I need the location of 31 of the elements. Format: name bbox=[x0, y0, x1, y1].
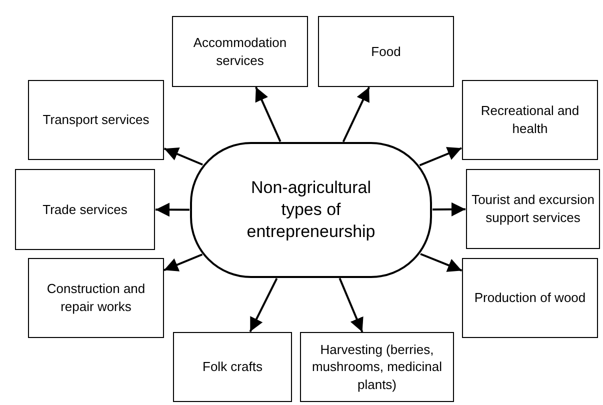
text-box bbox=[15, 169, 155, 250]
arrow bbox=[342, 86, 370, 142]
arrow bbox=[156, 202, 190, 217]
arrow bbox=[164, 254, 203, 272]
text-box bbox=[462, 80, 598, 160]
text-box bbox=[173, 332, 292, 402]
arrow bbox=[419, 146, 462, 166]
text-box bbox=[318, 16, 454, 87]
text-box bbox=[466, 169, 600, 249]
node-label: Transport services bbox=[42, 111, 150, 129]
arrow bbox=[249, 278, 278, 332]
node-label: Production of wood bbox=[474, 289, 586, 307]
node-label: Accommodation services bbox=[192, 34, 288, 70]
node-label: Folk crafts bbox=[202, 358, 262, 376]
arrow bbox=[338, 278, 364, 332]
node-label: Construction and repair works bbox=[46, 280, 146, 316]
node-label: Recreational and health bbox=[480, 102, 580, 138]
node-label: Tourist and excursion support services bbox=[471, 191, 595, 227]
text-box bbox=[462, 258, 598, 338]
text-box bbox=[172, 16, 308, 87]
text-box bbox=[28, 258, 164, 338]
arrow bbox=[164, 148, 203, 166]
node-label: Harvesting (berries, mushrooms, medicinal plants) bbox=[310, 340, 444, 394]
text-box bbox=[300, 332, 454, 402]
text-box bbox=[28, 80, 164, 160]
arrow bbox=[432, 202, 466, 216]
node-label: Food bbox=[371, 42, 401, 60]
arrow bbox=[255, 86, 282, 142]
arrow bbox=[420, 253, 462, 272]
node-label: Trade services bbox=[42, 200, 128, 218]
node-label: Non-agricultural types of entrepreneurship bbox=[246, 176, 376, 244]
